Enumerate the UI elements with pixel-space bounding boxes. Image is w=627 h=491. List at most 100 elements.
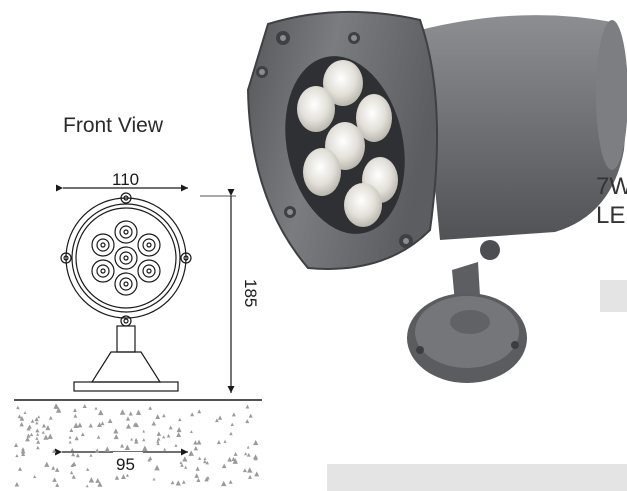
ground-speckle — [15, 454, 19, 458]
ground-speckle — [125, 416, 131, 421]
ground-speckle — [205, 460, 210, 465]
led-lens-array — [91, 220, 161, 296]
ground-speckle — [70, 447, 75, 452]
ground-speckle — [193, 446, 198, 451]
ground-speckle — [132, 422, 138, 427]
ground-speckle — [71, 461, 77, 467]
ground-speckle — [168, 425, 173, 430]
ground-speckle — [95, 478, 101, 483]
ground-speckle — [69, 428, 74, 433]
ground-speckle — [156, 437, 161, 441]
ground-speckle — [41, 430, 45, 434]
ground-speckle — [26, 433, 31, 438]
ground-speckle — [29, 432, 34, 437]
ground-speckle — [19, 415, 25, 421]
ground-speckle — [37, 415, 41, 419]
ground-speckle — [98, 409, 104, 416]
ground-speckle — [52, 448, 57, 453]
ground-speckle — [48, 415, 53, 420]
ground-speckle — [73, 422, 79, 428]
ground-speckle — [180, 463, 184, 467]
width-dimension-label: 110 — [112, 170, 139, 189]
ground-speckle — [190, 412, 195, 417]
lamp-head-outer-ring — [65, 197, 187, 319]
ground-speckle — [221, 480, 227, 487]
ground-speckle — [35, 428, 40, 433]
ground-speckle — [88, 477, 95, 483]
ground-speckle — [196, 439, 202, 445]
ground-speckle — [151, 421, 157, 426]
ground-speckle — [231, 412, 236, 417]
ground-speckle — [248, 413, 253, 418]
ground-speckle — [217, 415, 223, 420]
ground-speckle — [179, 461, 183, 464]
ground-speckle — [229, 431, 233, 436]
ground-speckle — [174, 443, 178, 447]
ground-speckle — [30, 419, 35, 423]
ground-speckle — [203, 457, 207, 461]
ground-speckle — [96, 435, 101, 439]
ground-speckle — [77, 422, 83, 428]
ground-speckle — [142, 438, 146, 442]
ground-speckle — [142, 429, 146, 433]
ground-speckle — [233, 451, 238, 456]
ground-speckle — [74, 436, 79, 441]
ground-speckle — [203, 459, 207, 464]
ground-speckle — [52, 477, 57, 482]
ground-speckle — [68, 440, 72, 444]
ground-speckle — [193, 440, 198, 445]
ground-speckle — [154, 464, 160, 471]
ground-speckle — [254, 457, 258, 461]
ground-speckle — [176, 432, 182, 438]
ground-speckle — [113, 428, 119, 434]
ground-speckle — [114, 475, 120, 480]
ground-speckle — [119, 409, 126, 415]
ground-speckle — [51, 465, 56, 470]
ground-speckle — [71, 452, 76, 457]
ground-speckle — [34, 416, 39, 422]
ground-speckle — [82, 403, 87, 409]
ground-speckle — [228, 479, 233, 484]
ground-speckle — [176, 427, 182, 433]
ground-speckle — [198, 456, 202, 460]
ground-speckle — [245, 419, 250, 424]
ground-pattern — [13, 403, 260, 488]
ground-speckle — [124, 444, 130, 450]
ground-speckle — [100, 421, 105, 426]
front-view-title: Front View — [63, 114, 163, 137]
ground-speckle — [253, 439, 259, 446]
product-title: 7W LE — [596, 172, 627, 230]
ground-speckle — [55, 482, 60, 487]
ground-speckle — [130, 437, 134, 441]
product-title-line2: LE — [596, 202, 626, 229]
product-title-line1: 7W — [596, 173, 627, 200]
ground-speckle — [162, 435, 166, 439]
ground-speckle — [54, 467, 60, 472]
ground-speckle — [80, 432, 85, 437]
stand-outline — [73, 325, 179, 392]
ground-speckle — [128, 411, 133, 416]
ground-speckle — [253, 454, 259, 460]
ground-speckle — [75, 453, 80, 458]
ground-speckle — [156, 441, 160, 446]
placeholder-bar-small — [600, 280, 627, 312]
ground-speckle — [53, 403, 60, 409]
ground-speckle — [19, 421, 24, 427]
ground-speckle — [21, 452, 26, 457]
product-photo — [246, 10, 627, 383]
ground-speckle — [17, 414, 22, 419]
ground-speckle — [155, 414, 161, 419]
ground-speckle — [254, 471, 260, 477]
ground-speckle — [43, 434, 49, 440]
ground-speckle — [126, 423, 131, 429]
ground-speckle — [27, 424, 32, 429]
ground-speckle — [104, 446, 110, 452]
ground-speckle — [73, 413, 78, 418]
ground-speckle — [156, 439, 160, 443]
ground-speckle — [227, 456, 233, 462]
ground-speckle — [189, 430, 193, 434]
ground-speckle — [47, 433, 53, 439]
ground-speckle — [94, 406, 98, 410]
ground-speckle — [71, 474, 76, 479]
